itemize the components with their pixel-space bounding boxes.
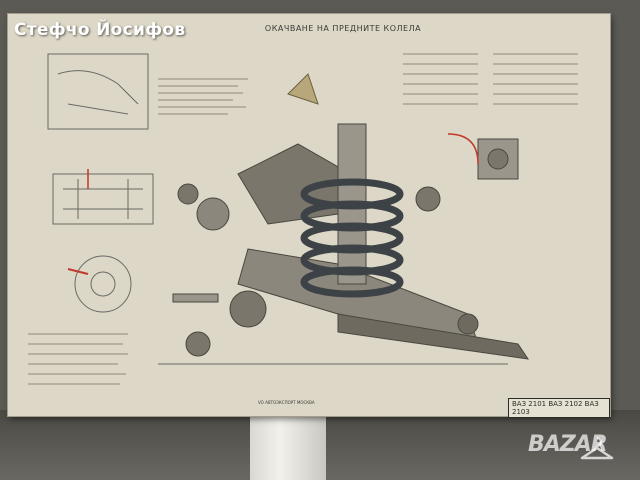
author-watermark: Стефчо Йосифов [14,20,186,40]
white-stand [250,413,326,480]
model-label: ВАЗ 2101 ВАЗ 2102 ВАЗ 2103 [508,398,610,418]
text-blocks [28,53,578,385]
bazar-logo-text: BAZAR [528,432,608,457]
suspension-illustration [28,53,578,385]
right-inset-hub [477,138,519,180]
publisher-label: VO АВТОЭКСПОРТ МОСКВА [258,400,315,405]
bazar-hanger-icon [580,436,614,460]
technical-poster: ОКАЧВАНЕ НА ПРЕДНИТЕ КОЛЕЛА VO АВТОЭКСПО… [8,14,610,418]
red-arrows [87,133,479,189]
coil-spring [300,178,404,298]
suspension-assembly [172,73,530,360]
left-inset-diagrams [47,53,154,313]
poster-title: ОКАЧВАНЕ НА ПРЕДНИТЕ КОЛЕЛА [264,24,422,33]
